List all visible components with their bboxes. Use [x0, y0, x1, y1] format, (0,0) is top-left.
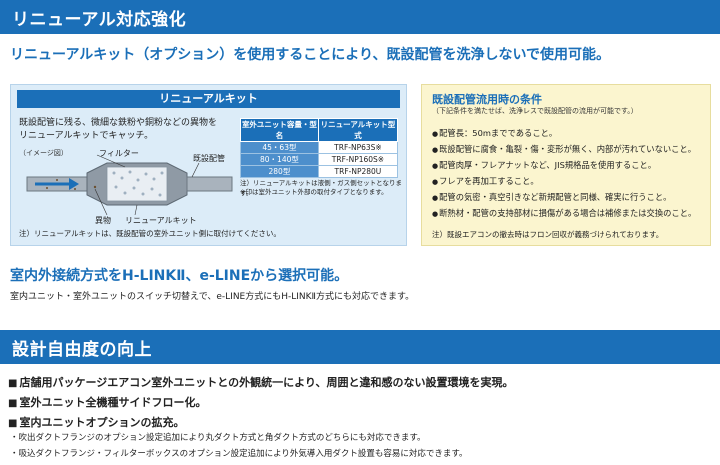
- conditions-list: 配管長：50mまでであること。 既設配管に腐食・亀裂・傷・変形が無く、内部が汚れ…: [432, 125, 696, 221]
- table-header-kit-model: リニューアルキット型式: [317, 118, 399, 142]
- kit-description-line2: リニューアルキットでキャッチ。: [19, 131, 154, 141]
- table-header-row: 室外ユニット容量・型名 リニューアルキット型式: [240, 118, 399, 142]
- list-item: 店舗用パッケージエアコン室外ユニットとの外観統一により、周囲と違和感のない設置環…: [8, 373, 513, 393]
- list-item: ・吸込ダクトフランジ・フィルターボックスのオプション設定追加により外気導入用ダク…: [10, 449, 468, 459]
- table-cell-capacity: 80・140型: [240, 153, 319, 166]
- list-item: 配管の気密・真空引きなど新規配管と同様、確実に行うこと。: [432, 189, 696, 205]
- label-existing-pipe: 既設配管: [193, 153, 225, 163]
- renewal-lead: リニューアルキット（オプション）を使用することにより、既設配管を洗浄しないで使用…: [10, 47, 611, 63]
- table-note-1: 注）リニューアルキットは液側・ガス側セットとなります。: [240, 179, 402, 197]
- label-foreign-matter: 異物: [95, 215, 111, 225]
- label-renewal-kit: リニューアルキット: [125, 216, 197, 225]
- kit-model-table: 室外ユニット容量・型名 リニューアルキット型式 45・63型 TRF-NP63S…: [240, 118, 399, 178]
- label-filter: フィルター: [99, 149, 139, 158]
- table-header-capacity: 室外ユニット容量・型名: [240, 118, 319, 142]
- table-cell-capacity: 280型: [240, 165, 319, 178]
- table-row: 280型 TRF-NP280U: [240, 165, 399, 178]
- image-note: （イメージ図）: [19, 149, 68, 157]
- list-item: 配管長：50mまでであること。: [432, 125, 696, 141]
- list-item: フレアを再加工すること。: [432, 173, 696, 189]
- section-title: 設計自由度の向上: [12, 340, 152, 360]
- table-cell-kit-model: TRF-NP63S※: [317, 141, 399, 154]
- section-title: リニューアル対応強化: [12, 10, 187, 30]
- conditions-subtitle: （下記条件を満たせば、洗浄レスで既設配管の流用が可能です。）: [432, 107, 638, 115]
- section-header-design-freedom: 設計自由度の向上: [0, 330, 720, 364]
- table-note-2: ※印は室外ユニット外部の取付タイプとなります。: [240, 188, 388, 196]
- kit-footnote: 注）リニューアルキットは、既設配管の室外ユニット側に取付けてください。: [19, 229, 281, 238]
- table-cell-capacity: 45・63型: [240, 141, 319, 154]
- table-row: 45・63型 TRF-NP63S※: [240, 141, 399, 154]
- conditions-title: 既設配管流用時の条件: [432, 93, 542, 106]
- conditions-note: 注）既設エアコンの撤去時はフロン回収が義務づけられております。: [432, 230, 664, 239]
- indoor-option-notes: ・吹出ダクトフランジのオプション設定追加により丸ダクト方式と角ダクト方式のどちら…: [10, 430, 468, 462]
- table-cell-kit-model: TRF-NP160S※: [317, 153, 399, 166]
- list-item: 既設配管に腐食・亀裂・傷・変形が無く、内部が汚れていないこと。: [432, 141, 696, 157]
- list-item: 室外ユニット全機種サイドフロー化。: [8, 393, 513, 413]
- table-cell-kit-model: TRF-NP280U: [317, 165, 399, 178]
- list-item: 配管肉厚・フレアナットなど、JIS規格品を使用すること。: [432, 157, 696, 173]
- list-item: ・吹出ダクトフランジのオプション設定追加により丸ダクト方式と角ダクト方式のどちら…: [10, 433, 426, 443]
- renewal-kit-diagram: （イメージ図） フィルター 既設配管 異物 リニューアルキット: [19, 149, 233, 225]
- kit-description-line1: 既設配管に残る、微細な鉄粉や銅粉などの異物を: [19, 118, 218, 128]
- hlink-lead: 室内外接続方式をH-LINKⅡ、e-LINEから選択可能。: [10, 268, 349, 284]
- renewal-kit-panel: リニューアルキット 既設配管に残る、微細な鉄粉や銅粉などの異物を リニューアルキ…: [10, 84, 407, 246]
- list-item: 室内ユニットオプションの拡充。: [8, 413, 513, 433]
- section-header-renewal: リニューアル対応強化: [0, 0, 720, 34]
- table-row: 80・140型 TRF-NP160S※: [240, 153, 399, 166]
- design-feature-list: 店舗用パッケージエアコン室外ユニットとの外観統一により、周囲と違和感のない設置環…: [8, 373, 513, 433]
- hlink-sub: 室内ユニット・室外ユニットのスイッチ切替えで、e-LINE方式にもH-LINKⅡ…: [10, 292, 415, 302]
- existing-pipe-conditions-panel: 既設配管流用時の条件 （下記条件を満たせば、洗浄レスで既設配管の流用が可能です。…: [421, 84, 711, 246]
- kit-panel-header: リニューアルキット: [17, 90, 400, 108]
- list-item: 断熱材・配管の支持部材に損傷がある場合は補修または交換のこと。: [432, 205, 696, 221]
